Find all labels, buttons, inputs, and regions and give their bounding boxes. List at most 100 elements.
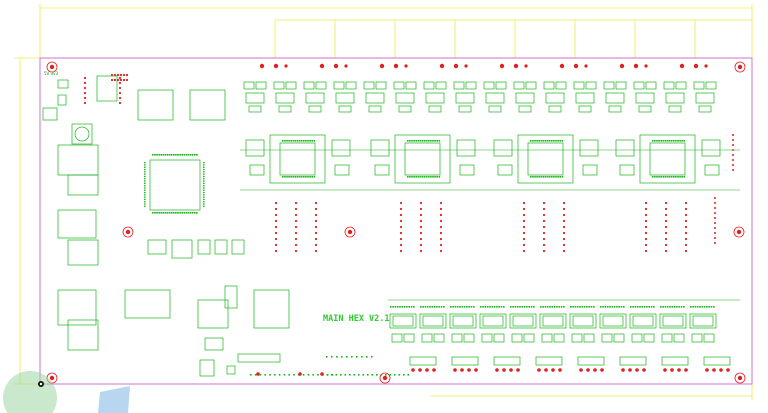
chip-pin [307,140,309,142]
terminal-pin [512,306,514,308]
header-pin [562,231,566,235]
terminal-pin [620,306,623,308]
chip-pin [284,140,286,142]
terminal-pin [422,306,424,308]
pad [122,73,126,77]
inductor-footprint [147,239,167,255]
header-pin [542,225,546,229]
connector-pad [584,64,588,68]
header-pin [385,374,387,376]
resistor-footprint [573,81,585,90]
mosfet-body [662,315,684,327]
terminal-pin [669,306,671,308]
mosfet-body [602,315,624,327]
mcu-pin [173,212,175,214]
chip-pin [417,140,420,142]
mosfet-footprint [689,313,717,329]
terminal-pin [588,306,590,308]
mosfet-footprint [449,313,477,329]
mcu-pin [203,162,205,164]
mount-hole-icon [122,226,134,238]
chip-pin [544,176,547,178]
led-pad [551,368,555,372]
switch-footprint [204,337,224,351]
header-pin [522,225,526,229]
pad [256,372,260,376]
header-pin [371,374,374,376]
passive-cluster [331,139,351,157]
header-pin [419,237,423,241]
led-pad [411,368,415,372]
mcu-pin [175,212,177,214]
header-pin [250,374,252,376]
header-pin [664,219,668,223]
chip-pin [544,140,547,142]
chip-pin [292,140,295,142]
connector-pad [704,64,708,68]
chip-pin [666,140,669,142]
resistor-footprint [495,81,507,90]
led-footprint [57,79,69,89]
passive-cluster [579,139,599,157]
mcu-pin [203,194,205,196]
chip-pin [675,176,677,178]
terminal-pin [581,306,584,308]
mcu-pin [166,212,169,214]
led-pad [663,368,667,372]
chip-pin [662,140,665,142]
header-pin [314,213,318,217]
mcu-pin [144,187,146,189]
mcu-pin [203,198,205,201]
pad [110,78,114,82]
mcu-pin [203,205,205,207]
capacitor-footprint [248,105,262,113]
terminal-pin [396,306,399,308]
resistor-footprint [705,81,717,90]
terminal-pin [540,306,542,308]
mcu-pin [144,164,146,166]
mount-hole-center [737,64,743,70]
driver-footprint [635,92,655,104]
header-pin [366,356,368,358]
chip-pin [662,176,665,178]
mcu-pin [164,154,167,156]
header-pin [274,249,278,253]
mosfet-body [482,315,504,327]
terminal-pin [533,306,535,308]
chip-pin [294,140,297,142]
mcu-pin [203,164,205,166]
terminal-pin [590,306,593,308]
pad [118,96,122,100]
resistor-footprint [255,81,267,90]
chip-pin [557,140,559,142]
driver-footprint [605,92,625,104]
resistor-footprint [691,333,703,343]
passive-cluster [615,139,635,157]
mosfet-body [632,315,654,327]
mount-hole-icon [733,226,745,238]
chip-pin [288,140,290,142]
mount-hole-center [737,375,743,381]
led-pad [544,368,548,372]
chip-pin [413,176,415,178]
led-pad [593,368,597,372]
terminal-pin [413,306,415,308]
header-pin [274,243,278,247]
chip-pin [654,176,656,178]
chip-pin [546,176,549,178]
pad [122,78,126,82]
chip-pin [542,140,545,142]
mount-hole-center [49,375,55,381]
terminal-pin [443,306,445,308]
mcu-pin [173,154,175,156]
passive-cluster [456,139,476,157]
pad [125,78,129,82]
resistor-footprint [601,333,613,343]
header-pin [314,237,318,241]
pad [714,222,716,224]
mcu-pin [203,185,205,187]
header-pin [294,243,298,247]
header-pin [664,231,668,235]
component-layer [42,63,740,377]
mcu-pin [158,212,160,214]
